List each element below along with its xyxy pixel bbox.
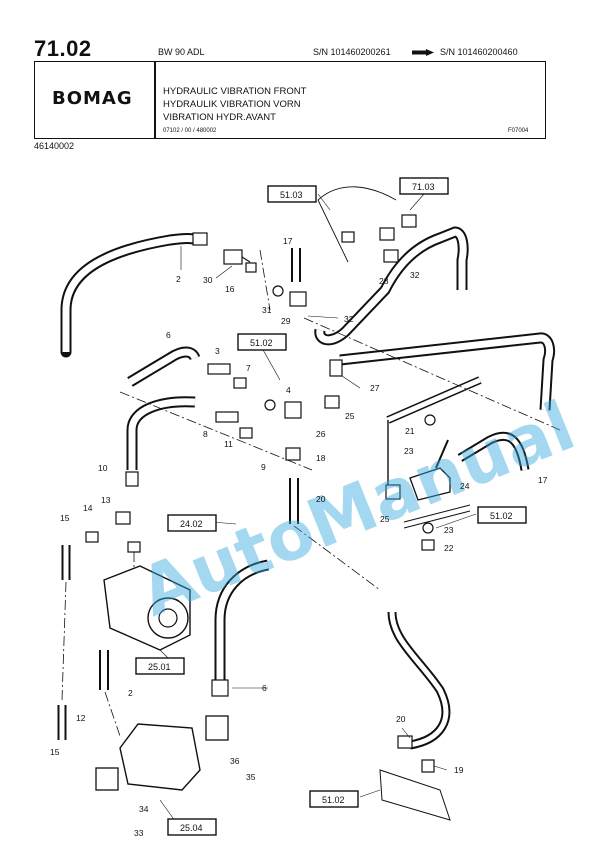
ref-box: 51.03	[267, 185, 317, 203]
title-block	[34, 61, 546, 139]
title-block-divider	[154, 61, 156, 139]
callout: 15	[50, 747, 60, 757]
callout: 2	[176, 274, 181, 284]
callout: 7	[246, 363, 251, 373]
callout: 15	[60, 513, 70, 523]
ref-box-label: 71.03	[412, 182, 435, 192]
serial-to: S/N 101460200460	[440, 47, 518, 57]
callout: 20	[396, 714, 406, 724]
sheet-number: 71.02	[34, 36, 92, 61]
ref-box: 25.04	[167, 818, 217, 836]
ref-box-label: 51.03	[280, 190, 303, 200]
callout: 2	[128, 688, 133, 698]
ref-box: 71.03	[399, 177, 449, 195]
callout: 25	[380, 514, 390, 524]
callout: 12	[76, 713, 86, 723]
callout: 16	[225, 284, 235, 294]
title-german: HYDRAULIK VIBRATION VORN	[163, 99, 301, 110]
ref-box-label: 24.02	[180, 519, 203, 529]
callout: 9	[261, 462, 266, 472]
callout: 31	[262, 305, 272, 315]
callout: 29	[281, 316, 291, 326]
document-code: 07102 / 00 / 480002	[163, 128, 217, 134]
title-english: HYDRAULIC VIBRATION FRONT	[163, 86, 307, 97]
callout: 20	[316, 494, 326, 504]
callout: 28	[379, 276, 389, 286]
callout: 33	[134, 828, 144, 838]
callout: 6	[166, 330, 171, 340]
brand-logo: BOMAG	[52, 88, 133, 109]
callout: 34	[139, 804, 149, 814]
serial-from: S/N 101460200261	[313, 47, 391, 57]
callout: 23	[444, 525, 454, 535]
callout: 23	[404, 446, 414, 456]
callout: 35	[246, 772, 256, 782]
callout: 26	[316, 429, 326, 439]
callout: 14	[83, 503, 93, 513]
callout: 21	[405, 426, 415, 436]
ref-box: 25.01	[135, 657, 185, 675]
model-name: BW 90 ADL	[158, 47, 205, 57]
callout: 36	[230, 756, 240, 766]
ref-box: 51.02	[309, 790, 359, 808]
part-number: 46140002	[34, 141, 75, 151]
ref-box: 51.02	[477, 506, 527, 524]
callout: 25	[345, 411, 355, 421]
callout: 17	[538, 475, 548, 485]
title-french: VIBRATION HYDR.AVANT	[163, 112, 276, 123]
arrow-right-icon	[412, 49, 434, 56]
callout: 3	[215, 346, 220, 356]
callout: 24	[460, 481, 470, 491]
page-code: F07004	[508, 128, 529, 134]
ref-box-label: 25.01	[148, 662, 171, 672]
callout: 10	[98, 463, 108, 473]
callout: 13	[101, 495, 111, 505]
callout-labels: 2 30 16 17 31 29 28 32 32 6 3 7 4 25 26 …	[50, 236, 548, 838]
callout: 22	[444, 543, 454, 553]
callout: 17	[283, 236, 293, 246]
ref-box-label: 25.04	[180, 823, 203, 833]
callout: 32	[344, 314, 354, 324]
callout: 8	[203, 429, 208, 439]
ref-box-label: 51.02	[322, 795, 345, 805]
ref-box: 51.02	[237, 333, 287, 351]
ref-box: 24.02	[167, 514, 217, 532]
callout: 19	[454, 765, 464, 775]
ref-box-label: 51.02	[490, 511, 513, 521]
callout: 27	[370, 383, 380, 393]
callout: 11	[224, 439, 233, 449]
callout: 30	[203, 275, 213, 285]
callout: 18	[316, 453, 326, 463]
callout: 4	[286, 385, 291, 395]
callout: 32	[410, 270, 420, 280]
callout: 6	[262, 683, 267, 693]
ref-box-label: 51.02	[250, 338, 273, 348]
